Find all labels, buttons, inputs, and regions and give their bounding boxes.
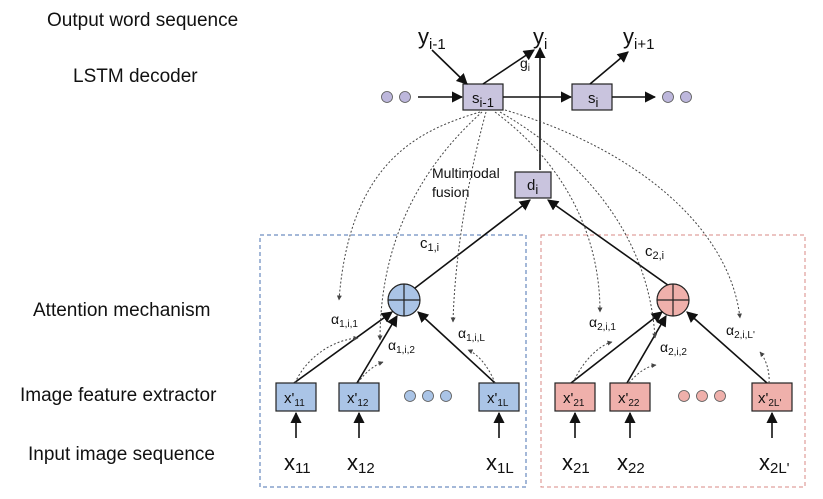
attention-sum-node-stream-2	[656, 283, 690, 317]
feature-label: x'2L'	[758, 390, 781, 409]
feature-label: x'1L	[487, 390, 509, 409]
lstm-state-prev-label: si-1	[472, 90, 494, 110]
feature-node-stream-2-item-2	[609, 382, 651, 412]
output-y-prev: yi-1	[418, 24, 446, 53]
context-stream-1-label: c1,i	[420, 235, 439, 254]
feature-ellipsis-dot	[696, 390, 708, 402]
decoder-ellipsis-dot	[381, 91, 393, 103]
label-attention-mechanism: Attention mechanism	[33, 300, 210, 321]
label-lstm-decoder: LSTM decoder	[73, 66, 198, 87]
alpha-label: α2,i,1	[589, 314, 616, 333]
decoder-ellipsis-dot	[399, 91, 411, 103]
feature-ellipsis-dot	[678, 390, 690, 402]
feature-node-stream-1-item-2	[338, 382, 380, 412]
feature-node-stream-1-item-L	[478, 382, 520, 412]
input-label: x11	[284, 450, 311, 477]
attention-dotted-curves	[294, 109, 770, 384]
lstm-state-prev	[462, 83, 504, 111]
input-label: x22	[617, 450, 645, 477]
feature-node-stream-2-item-L	[751, 382, 793, 412]
input-label: x1L	[486, 450, 514, 477]
alpha-label: α1,i,L	[458, 325, 485, 344]
feature-label: x'21	[563, 390, 585, 409]
context-stream-2-label: c2,i	[645, 243, 664, 262]
feature-label: x'22	[618, 390, 640, 409]
decoder-ellipsis-dot	[680, 91, 692, 103]
alpha-label: α1,i,2	[388, 337, 415, 356]
label-input-image-sequence: Input image sequence	[28, 444, 215, 465]
g-label: gi	[520, 55, 530, 74]
fusion-label-line2: fusion	[432, 184, 469, 200]
feature-node-stream-2-item-1	[554, 382, 596, 412]
lstm-state-current-label: si	[588, 90, 599, 110]
feature-ellipsis-dot	[422, 390, 434, 402]
feature-label: x'11	[284, 390, 305, 409]
input-label: x12	[347, 450, 375, 477]
input-label: x21	[562, 450, 590, 477]
decoder-ellipsis-dot	[662, 91, 674, 103]
fusion-node-label: di	[527, 177, 538, 197]
label-image-feature-extractor: Image feature extractor	[20, 385, 217, 406]
alpha-label: α2,i,L'	[726, 322, 755, 341]
output-y-next: yi+1	[623, 24, 654, 53]
output-y-current: yi	[533, 24, 547, 53]
alpha-label: α1,i,1	[331, 311, 358, 330]
stream-1-boundary	[259, 234, 527, 488]
feature-ellipsis-dot	[440, 390, 452, 402]
attention-sum-node-stream-1	[387, 283, 421, 317]
fusion-label-line1: Multimodal	[432, 165, 500, 181]
stream-2-boundary	[540, 234, 806, 488]
feature-ellipsis-dot	[714, 390, 726, 402]
fusion-node	[514, 171, 552, 199]
input-label: x2L'	[759, 450, 790, 477]
alpha-label: α2,i,2	[660, 339, 687, 358]
feature-ellipsis-dot	[404, 390, 416, 402]
label-output-word-sequence: Output word sequence	[47, 10, 238, 31]
feature-node-stream-1-item-1	[275, 382, 317, 412]
feature-label: x'12	[347, 390, 369, 409]
